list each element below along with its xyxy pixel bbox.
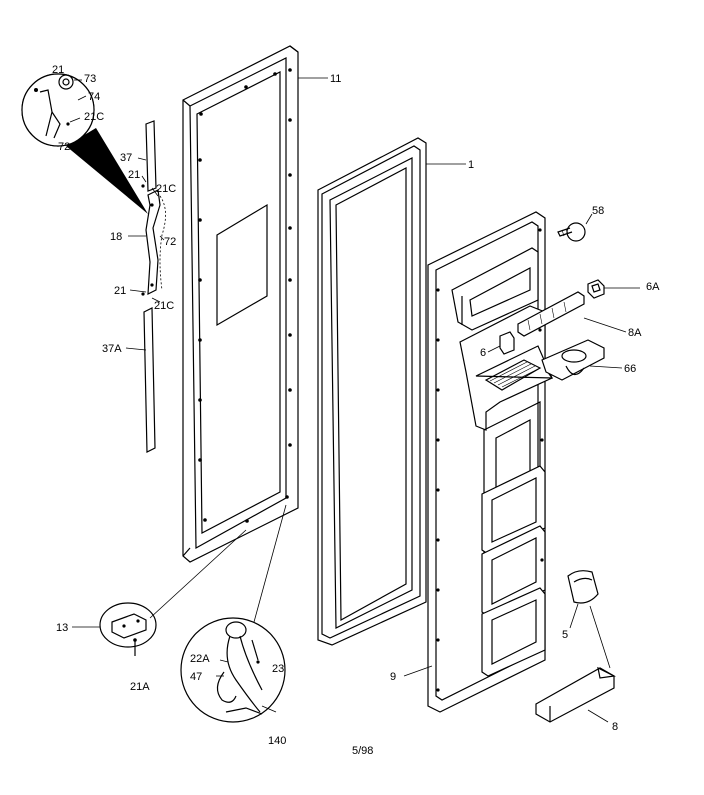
label-66: 66 <box>624 363 636 375</box>
label-22A: 22A <box>190 653 210 665</box>
screw-58 <box>557 222 586 242</box>
label-6: 6 <box>480 347 486 359</box>
label-58: 58 <box>592 205 604 217</box>
label-37: 37 <box>120 152 132 164</box>
label-140: 140 <box>268 735 286 747</box>
wire-harness-inset <box>180 617 286 723</box>
label-21A: 21A <box>130 681 150 693</box>
label-74: 74 <box>88 91 100 103</box>
label-18: 18 <box>110 231 122 243</box>
inner-door-liner <box>427 211 553 713</box>
clip-6A <box>587 279 605 299</box>
door-gasket <box>317 137 427 646</box>
label-13: 13 <box>56 622 68 634</box>
label-21C-mid: 21C <box>156 183 176 195</box>
callout-labels: 11 1 21 73 74 21C 72 37 21 21C 18 72 21 … <box>52 64 660 747</box>
label-21-top: 21 <box>52 64 64 76</box>
page-footer: 5/98 <box>352 745 373 757</box>
part-6 <box>499 331 515 355</box>
hinge-assembly <box>141 120 166 453</box>
hinge-detail-inset <box>21 73 148 214</box>
label-6A: 6A <box>646 281 660 293</box>
hinge-block-13 <box>99 602 157 656</box>
label-8: 8 <box>612 721 618 733</box>
label-72-mid: 72 <box>164 236 176 248</box>
bottom-trim-8 <box>535 666 616 723</box>
label-5: 5 <box>562 629 568 641</box>
label-21-mid: 21 <box>128 169 140 181</box>
label-72-top: 72 <box>58 141 70 153</box>
label-47: 47 <box>190 671 202 683</box>
outer-door-panel <box>182 45 299 563</box>
label-37A: 37A <box>102 343 122 355</box>
label-21-low: 21 <box>114 285 126 297</box>
label-23: 23 <box>272 663 284 675</box>
clip-5 <box>567 570 599 604</box>
label-21C-low: 21C <box>154 300 174 312</box>
label-8A: 8A <box>628 327 642 339</box>
label-9: 9 <box>390 671 396 683</box>
label-73: 73 <box>84 73 96 85</box>
leader-lines <box>69 77 640 723</box>
label-11: 11 <box>330 73 341 85</box>
label-21C-top: 21C <box>84 111 104 123</box>
trim-bar-8A <box>517 291 585 337</box>
label-1: 1 <box>468 159 474 171</box>
actuator-66 <box>541 339 605 381</box>
